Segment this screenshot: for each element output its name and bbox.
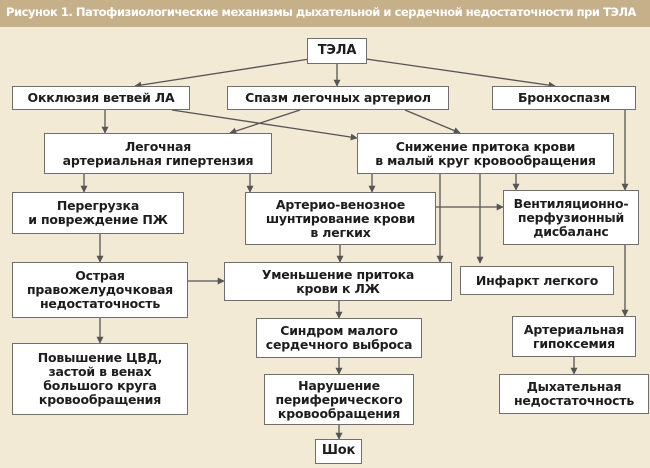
node-vq-mismatch: Вентиляционно- перфузионный дисбаланс: [503, 190, 639, 245]
node-tela: ТЭЛА: [307, 38, 367, 64]
node-low-output: Синдром малого сердечного выброса: [256, 318, 422, 358]
node-occlusion: Окклюзия ветвей ЛА: [12, 86, 190, 110]
node-reduced-lv-inflow: Уменьшение притока крови к ЛЖ: [224, 262, 452, 301]
figure-title: Рисунок 1. Патофизиологические механизмы…: [6, 5, 637, 19]
node-pulm-hypertension: Легочная артериальная гипертензия: [44, 133, 272, 174]
arrow-tela-occlusion: [134, 57, 317, 89]
node-av-shunt: Артерио-венозное шунтирование крови в ле…: [245, 192, 436, 245]
node-arterial-hypoxemia: Артериальная гипоксемия: [512, 316, 636, 357]
node-reduced-small-circle: Снижение притока крови в малый круг кров…: [357, 133, 614, 174]
node-acute-rv-failure: Острая правожелудочковая недостаточность: [12, 262, 188, 318]
arrow-occlusion-reduced: [171, 109, 358, 141]
arrow-spasm-reduced: [404, 109, 461, 134]
node-spasm: Спазм легочных артериол: [227, 86, 449, 110]
arrow-tela-bronchospasm: [358, 57, 556, 89]
title-bar: Рисунок 1. Патофизиологические механизмы…: [0, 0, 650, 27]
arrow-spasm-hypertension: [229, 109, 301, 135]
node-shock: Шок: [315, 439, 362, 464]
node-peripheral-circulation: Нарушение периферического кровообращения: [264, 374, 414, 425]
node-cvp-increase: Повышение ЦВД, застой в венах большого к…: [12, 343, 188, 415]
node-lung-infarction: Инфаркт легкого: [460, 266, 614, 295]
node-respiratory-failure: Дыхательная недостаточность: [499, 374, 649, 414]
node-bronchospasm: Бронхоспазм: [492, 86, 636, 110]
node-rv-overload: Перегрузка и повреждение ПЖ: [12, 192, 184, 234]
